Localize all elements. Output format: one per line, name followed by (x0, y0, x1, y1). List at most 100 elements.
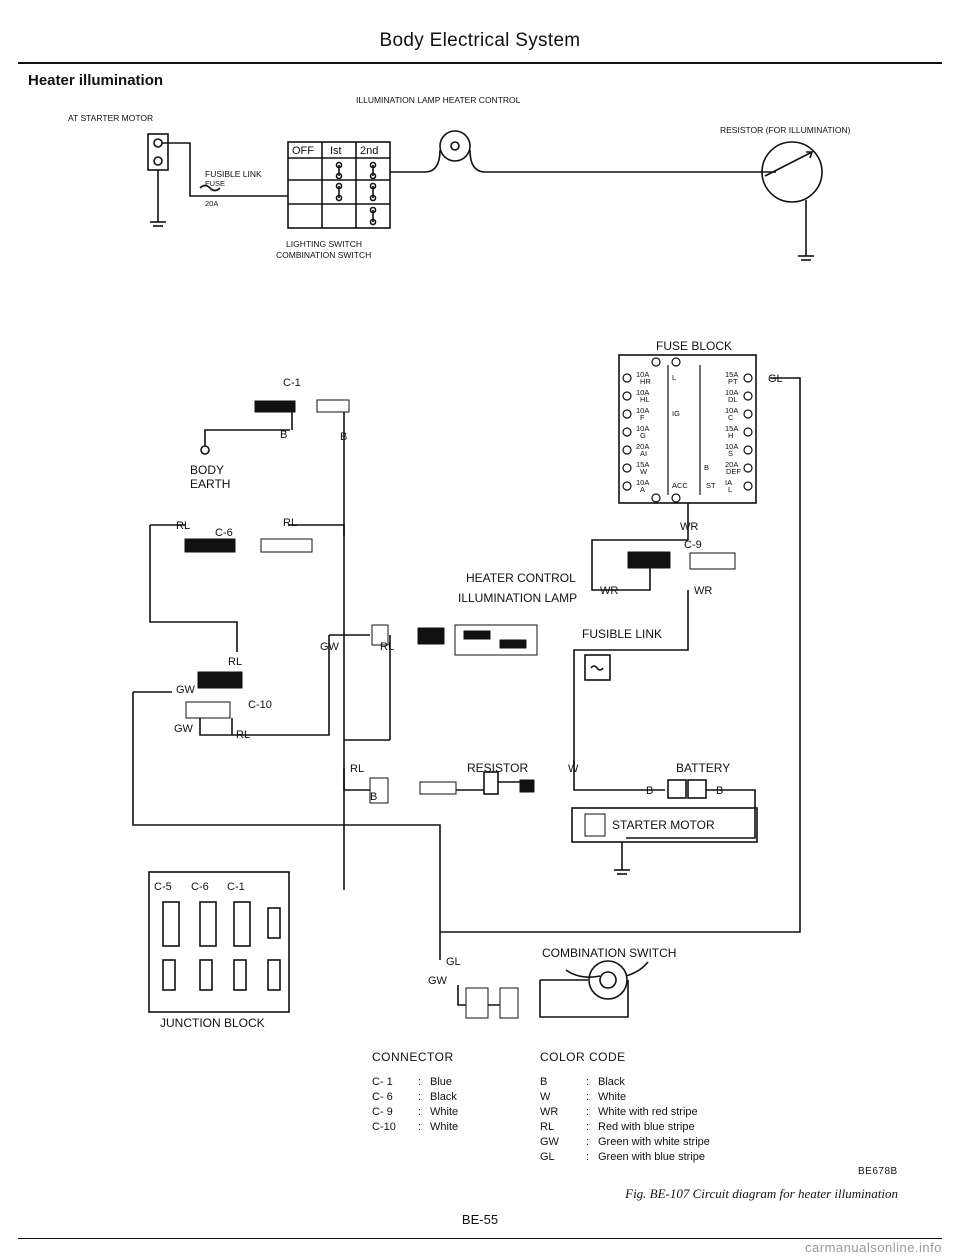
fuse-right-3-name: H (728, 431, 733, 440)
label-combination-switch: COMBINATION SWITCH (542, 946, 676, 960)
fuse-left-2-rating: 10A (636, 406, 649, 415)
color-code-row: GW: Green with white stripe (540, 1136, 710, 1148)
label-wire-gl-1: GL (768, 373, 783, 385)
fuse-left-5-name: W (640, 467, 648, 476)
label-wire-gw-2: GW (176, 684, 196, 696)
switch-col-1st: Ist (330, 145, 342, 157)
color-code-meaning: White with red stripe (598, 1106, 698, 1118)
color-code-id: GL (540, 1151, 555, 1163)
fuse-tag-ig: IG (672, 409, 680, 418)
label-c6: C-6 (215, 527, 233, 539)
section-title: Heater illumination (28, 72, 164, 89)
label-fuse-block: FUSE BLOCK (656, 339, 732, 353)
connector-id: C- 9 (372, 1106, 393, 1118)
connector-row: C-10: White (372, 1121, 459, 1133)
label-wire-b-4: B (646, 785, 653, 797)
illumination-resistor (761, 141, 823, 203)
fuse-left-1-rating: 10A (636, 388, 649, 397)
color-code-title: COLOR CODE (540, 1050, 626, 1064)
header-divider (18, 62, 942, 64)
fuse-right-3-rating: 15A (725, 424, 738, 433)
label-resistor: RESISTOR (467, 761, 528, 775)
fuse-right-6-name: L (728, 485, 732, 494)
c6-connector-left (184, 538, 236, 553)
connector-id: C- 1 (372, 1076, 393, 1088)
page-number: BE-55 (461, 1212, 499, 1227)
label-wire-gl-2: GL (446, 956, 461, 968)
color-code-id: W (540, 1091, 551, 1103)
label-c10: C-10 (248, 699, 272, 711)
c1-connector-right (316, 399, 350, 413)
label-wire-gw-3: GW (174, 723, 194, 735)
label-wire-b-5: B (716, 785, 723, 797)
resistor-body (483, 771, 499, 795)
label-fusible-link-top: FUSIBLE LINK (205, 169, 262, 179)
connector-row: C- 1: Blue (372, 1076, 453, 1088)
label-battery: BATTERY (676, 761, 730, 775)
fuse-right-2-rating: 10A (725, 406, 738, 415)
switch-col-2nd: 2nd (360, 145, 378, 157)
fuse-right-0-name: PT (728, 377, 738, 386)
label-c9: C-9 (684, 539, 702, 551)
connector-legend-title: CONNECTOR (372, 1050, 454, 1064)
label-body-earth-2: EARTH (190, 477, 230, 491)
label-illumination-lamp: ILLUMINATION LAMP HEATER CONTROL (356, 95, 521, 105)
label-wire-rl-1: RL (176, 520, 190, 532)
figure-caption: Fig. BE-107 Circuit diagram for heater i… (625, 1186, 898, 1201)
label-c1: C-1 (283, 377, 301, 389)
connector-id: C- 6 (372, 1091, 393, 1103)
fuse-left-4-name: AI (640, 449, 647, 458)
connector-color: White (430, 1121, 459, 1133)
color-code-legend: COLOR CODE B: Black W: White WR: White w… (540, 1050, 710, 1165)
color-code-row: GL: Green with blue stripe (540, 1151, 705, 1163)
connector-color: White (430, 1106, 459, 1118)
label-wire-gw-1: GW (320, 641, 340, 653)
label-wire-b-2: B (340, 431, 347, 443)
color-code-meaning: Green with blue stripe (598, 1151, 705, 1163)
connector-row: C- 9: White (372, 1106, 459, 1118)
color-code-row: B: Black (540, 1076, 625, 1088)
label-fusible-link: FUSIBLE LINK (582, 627, 662, 641)
fuse-left-3-rating: 10A (636, 424, 649, 433)
fuse-left-1-name: HL (640, 395, 650, 404)
label-lighting-switch-2: COMBINATION SWITCH (276, 250, 371, 260)
fuse-left-3-name: G (640, 431, 646, 440)
fuse-right-5-rating: 20A (725, 460, 738, 469)
label-heater-lamp-2: ILLUMINATION LAMP (458, 591, 577, 605)
color-code-row: WR: White with red stripe (540, 1106, 698, 1118)
color-code-meaning: White (598, 1091, 627, 1103)
connector-color: Blue (430, 1076, 453, 1088)
fuse-left-5-rating: 15A (636, 460, 649, 469)
label-wire-wr-2: WR (600, 585, 618, 597)
fuse-right-1-name: DL (728, 395, 738, 404)
label-c6-junction: C-6 (191, 881, 209, 893)
fuse-right-5-name: DEF (726, 467, 741, 476)
label-starter-motor: STARTER MOTOR (612, 818, 715, 832)
fuse-tag-l: L (672, 373, 676, 382)
label-wire-b-3: B (370, 791, 377, 803)
fuse-tag-b: B (704, 463, 709, 472)
color-code-id: B (540, 1076, 548, 1088)
fuse-right-2-name: C (728, 413, 734, 422)
fuse-right-4-name: S (728, 449, 733, 458)
fuse-right-4-rating: 10A (725, 442, 738, 451)
fuse-tag-st: ST (706, 481, 716, 490)
label-wire-b-1: B (280, 429, 287, 441)
label-wire-rl-6: RL (350, 763, 364, 775)
label-wire-rl-4: RL (228, 656, 242, 668)
label-at-starter-motor: AT STARTER MOTOR (68, 113, 153, 123)
fuse-right-1-rating: 10A (725, 388, 738, 397)
label-fuse-rating: 20A (205, 199, 218, 208)
color-code-id: GW (540, 1136, 559, 1148)
label-c5: C-5 (154, 881, 172, 893)
fuse-left-6-name: A (640, 485, 645, 494)
junction-block (148, 871, 290, 1013)
c9-connector-left (627, 551, 671, 569)
watermark: carmanualsonline.info (805, 1240, 942, 1255)
page-title: Body Electrical System (379, 30, 581, 51)
fuse-tag-acc: ACC (672, 481, 688, 490)
fuse-symbol (199, 184, 221, 192)
color-code-id: RL (540, 1121, 555, 1133)
lighting-switch-table (287, 141, 391, 229)
label-wire-rl-3: RL (380, 641, 394, 653)
